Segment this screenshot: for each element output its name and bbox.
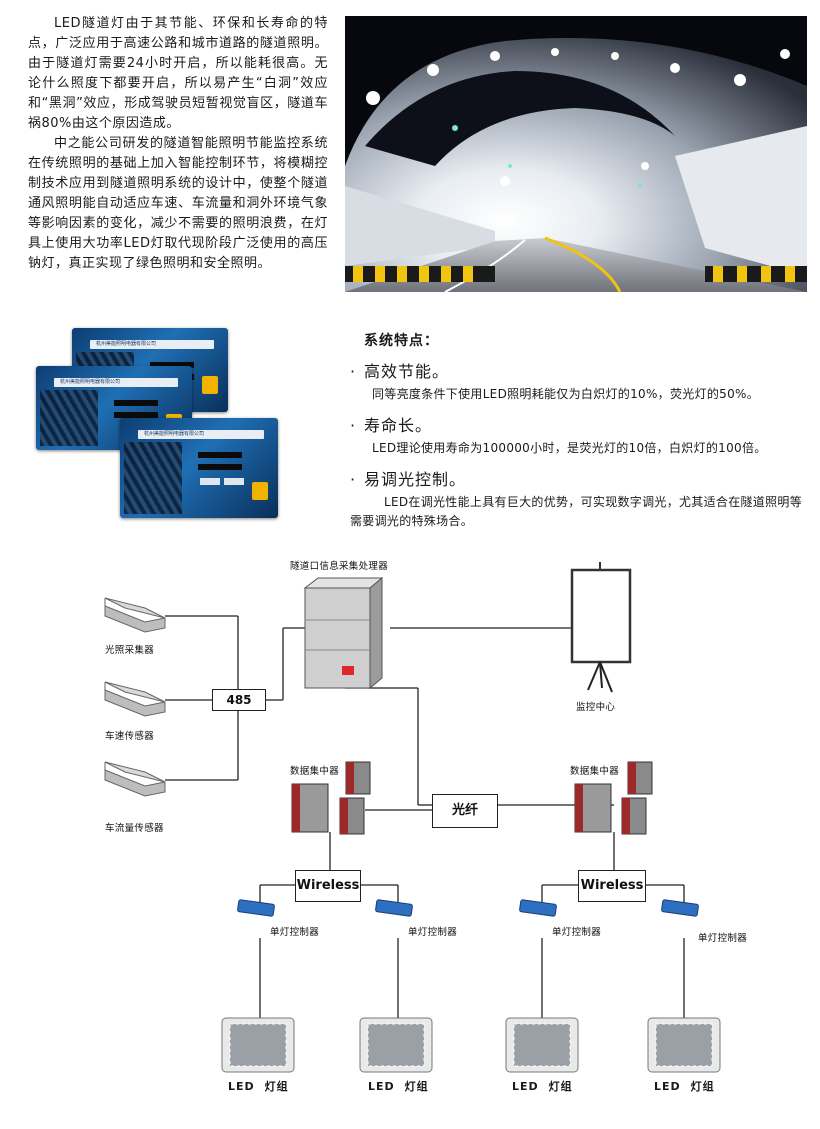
login-field [198,452,242,458]
system-features: 系统特点： ·高效节能。 同等亮度条件下使用LED照明耗能仅为白炽灯的10%，荧… [350,330,810,539]
intro-paragraph-1: LED隧道灯由于其节能、环保和长寿命的特点，广泛应用于高速公路和城市道路的隧道照… [28,16,328,131]
bus-485-box: 485 [212,689,266,711]
traffic-sensor-icon [104,761,166,797]
tire-tread-graphic [124,442,182,514]
login-field [150,362,194,368]
light-sensor-label: 光照采集器 [105,645,155,656]
controller-label-3: 单灯控制器 [552,927,602,938]
intro-paragraph-2: 中之能公司研发的隧道智能照明节能监控系统在传统照明的基础上加入智能控制环节，将模… [28,136,328,271]
speed-sensor-icon [104,681,166,717]
controller-label-2: 单灯控制器 [408,927,458,938]
login-button [200,478,220,485]
controller-icon-3 [519,899,557,917]
company-bar: 杭州美能照明电器有限公司 [90,340,214,349]
controller-icon-2 [375,899,413,917]
diagram-connections [104,562,721,1073]
feature-3-head: ·易调光控制。 [350,470,467,489]
led-lamp-icon-4 [647,1017,721,1073]
bullet-icon: · [350,362,357,381]
concentrator-left-label: 数据集中器 [290,766,340,777]
lock-icon [202,376,218,394]
processor-label: 隧道口信息采集处理器 [290,561,389,572]
concentrator-left-icon [291,761,371,835]
concentrator-right-icon [574,761,653,835]
intro-text: LED隧道灯由于其节能、环保和长寿命的特点，广泛应用于高速公路和城市道路的隧道照… [28,14,328,274]
bullet-icon: · [350,470,357,489]
controller-icon-1 [237,899,275,917]
wireless-left-box: Wireless [295,870,361,902]
login-field [114,400,158,406]
light-sensor-icon [104,597,166,633]
concentrator-right-label: 数据集中器 [570,766,620,777]
processor-server-icon [303,576,384,690]
software-screenshots: 杭州美能照明电器有限公司 杭州美能照明电器有限公司 杭州美能照明电器有限公司 [34,326,284,522]
led-lamp-icon-1 [221,1017,295,1073]
controller-label-1: 单灯控制器 [270,927,320,938]
feature-3-desc: LED在调光性能上具有巨大的优势，可实现数字调光，尤其适合在隧道照明等需要调光的… [350,495,803,528]
monitor-center-label: 监控中心 [576,702,616,713]
feature-2-desc: LED理论使用寿命为100000小时，是荧光灯的10倍，白炽灯的100倍。 [372,441,767,455]
controller-icon-4 [661,899,699,917]
company-bar: 杭州美能照明电器有限公司 [54,378,178,387]
feature-1-head: ·高效节能。 [350,362,450,381]
fiber-box: 光纤 [432,794,498,828]
login-screenshot-front: 杭州美能照明电器有限公司 [120,418,278,518]
password-field [114,412,158,418]
bullet-icon: · [350,416,357,435]
feature-1-desc: 同等亮度条件下使用LED照明耗能仅为白炽灯的10%，荧光灯的50%。 [372,387,760,401]
speed-sensor-label: 车速传感器 [105,731,155,742]
monitor-screen-icon [570,562,632,693]
system-diagram: 隧道口信息采集处理器 光照采集器 车速传感器 车流量传感器 485 监控中心 数… [0,540,820,1129]
company-bar: 杭州美能照明电器有限公司 [138,430,264,439]
wireless-right-box: Wireless [578,870,646,902]
lock-icon [252,482,268,500]
traffic-sensor-label: 车流量传感器 [105,823,164,834]
features-title: 系统特点： [364,333,439,349]
password-field [198,464,242,470]
cancel-button [224,478,244,485]
led-lamp-icon-2 [359,1017,433,1073]
feature-2-head: ·寿命长。 [350,416,433,435]
tunnel-photo [345,16,807,292]
tire-tread-graphic [40,390,98,446]
led-lamp-icon-3 [505,1017,579,1073]
controller-label-4: 单灯控制器 [698,933,748,944]
